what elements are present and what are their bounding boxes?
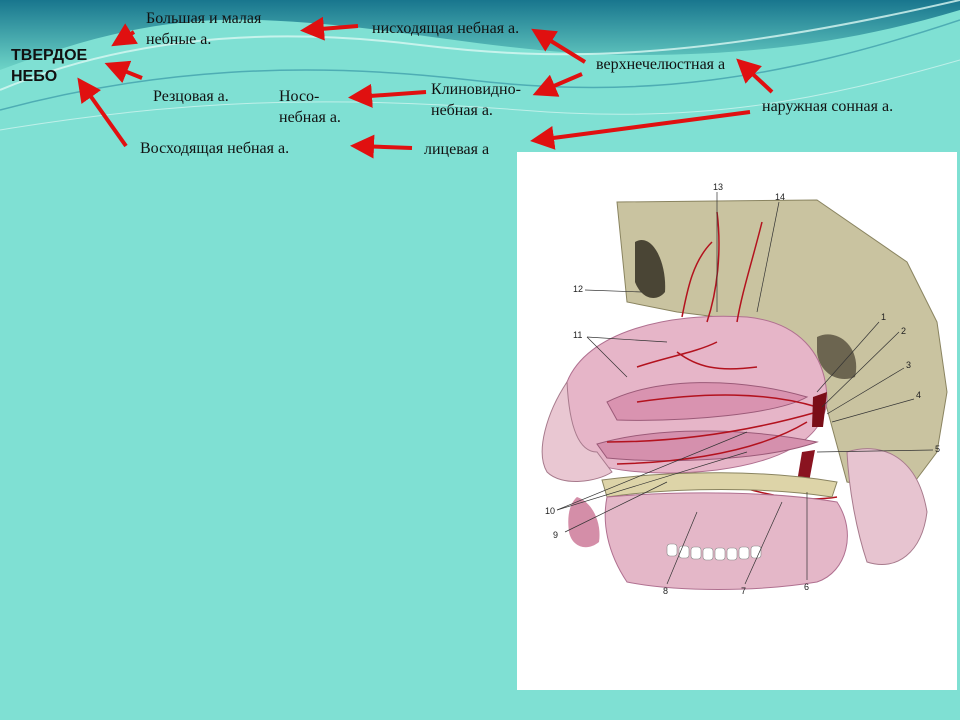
label-sphenopalatine-line-2: небная а. [431,102,493,119]
teeth-row [666,543,762,561]
label-descending-palatine: нисходящая небная а. [372,20,520,37]
label-sphenopalatine: Клиновидно- небная а. [431,79,521,121]
wave-header [0,0,960,131]
upper-lip [568,497,600,548]
label-sphenopalatine-line-1: Клиновидно- [431,81,521,98]
sphenoid-sinus [817,334,857,380]
main-label-line-1: ТВЕРДОЕ [11,47,88,64]
figure-number-6: 6 [804,582,809,592]
figure-number-11: 11 [573,330,582,340]
arrow-incisive-to-hardpalate [104,60,143,84]
arrow-ascending-to-hardpalate [77,77,128,148]
figure-number-4: 4 [916,390,921,400]
label-nasopalatine-line-1: Носо- [279,88,320,105]
label-nasopalatine: Носо- небная а. [279,86,341,128]
figure-number-9: 9 [553,530,558,540]
arrow-maxillary-to-sphenopalatine [532,72,583,97]
figure-number-12: 12 [573,284,583,294]
label-greater-lesser-line-1: Большая и малая [146,10,262,27]
middle-turbinate [606,382,809,421]
figure-number-3: 3 [906,360,911,370]
figure-number-2: 2 [901,326,906,336]
arrow-carotid-to-facial [530,110,751,150]
leader-lines [556,192,934,585]
sphenopalatine-foramen [812,392,827,427]
figure-number-5: 5 [935,444,940,454]
pharynx-wall [846,448,928,566]
figure-number-14: 14 [775,192,785,202]
frontal-sinus [635,240,666,298]
label-external-carotid: наружная сонная а. [762,98,894,115]
oral-cavity [604,492,848,590]
figure-number-10: 10 [545,506,555,516]
pterygopalatine-vessel [797,450,815,482]
anatomy-figure: 13 14 12 11 1 2 3 4 5 10 9 8 7 6 [517,152,957,690]
label-incisive: Резцовая а. [153,88,229,105]
label-facial: лицевая а [424,141,490,158]
label-greater-lesser-palatine: Большая и малая небные а. [146,8,261,50]
label-nasopalatine-line-2: небная а. [279,109,341,126]
figure-number-13: 13 [713,182,723,192]
figure-number-8: 8 [663,586,668,596]
main-label: ТВЕРДОЕ НЕБО [11,45,87,87]
label-greater-lesser-line-2: небные а. [146,31,212,48]
anatomy-illustration: 13 14 12 11 1 2 3 4 5 10 9 8 7 6 [541,182,948,596]
figure-number-7: 7 [741,586,746,596]
arrow-carotid-to-maxillary [736,58,774,94]
hard-palate [601,472,838,498]
figure-number-1: 1 [881,312,886,322]
label-ascending-palatine: Восходящая небная а. [140,140,290,157]
arrows-layer [77,16,774,159]
main-label-line-2: НЕБО [11,68,58,85]
label-maxillary: верхнечелюстная а [596,56,726,73]
arrow-descending-to-greater [300,16,359,41]
inferior-turbinate [596,430,819,462]
arrow-sphenopalatine-to-nasopalatine [348,83,427,108]
arrow-greater-to-hardpalate [111,23,138,47]
arrow-maxillary-to-descending [531,28,587,64]
arrow-facial-to-ascending [350,134,413,159]
external-nose [541,380,613,482]
